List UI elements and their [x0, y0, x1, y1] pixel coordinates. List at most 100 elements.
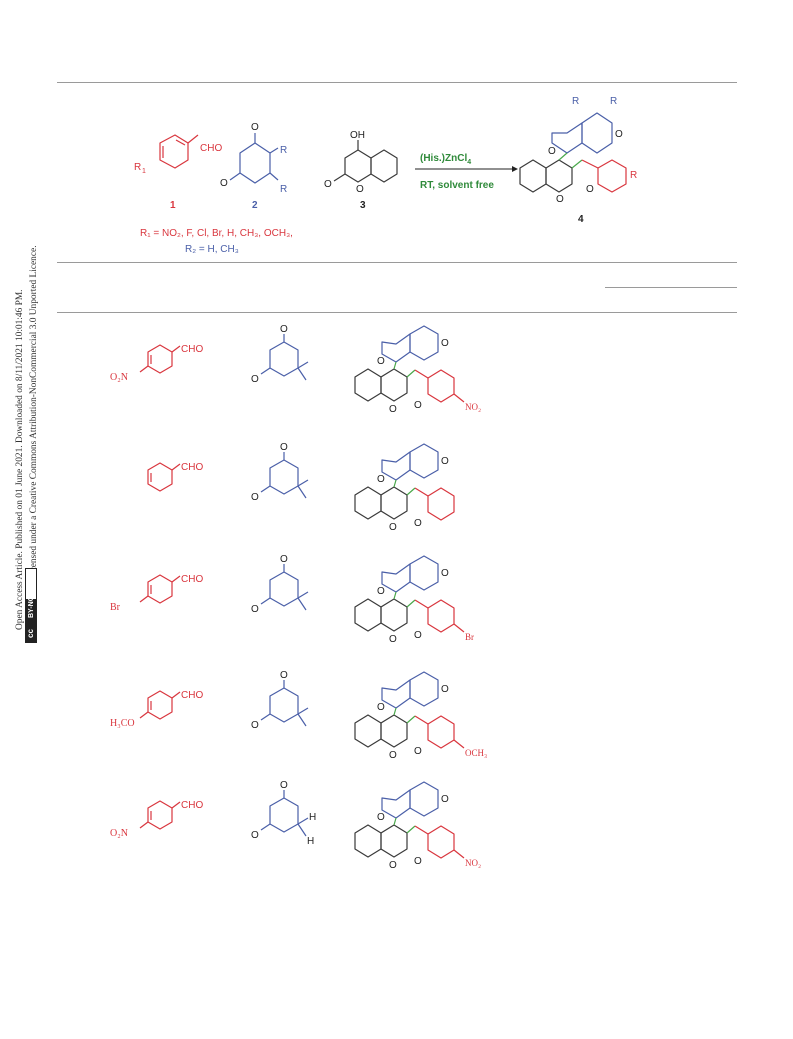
cc-license-badge[interactable]: cc BY-NC — [25, 568, 37, 643]
compound-4-label: 4 — [578, 214, 584, 225]
ketone-o-left: O — [251, 720, 259, 731]
aldehyde-substituent: H₃CO — [110, 718, 135, 729]
product-o-pyran: O — [377, 474, 385, 485]
r2-label-top: R — [280, 145, 287, 156]
ketone-o-left: O — [220, 178, 228, 189]
ketone-o-top: O — [280, 442, 288, 453]
product-substituent: OCH₃ — [465, 748, 487, 758]
table-row: CHO H₃CO O O O O O O OCH₃ — [110, 670, 487, 761]
product-o-carbonyl: O — [414, 518, 422, 529]
ketone-structure — [260, 452, 309, 499]
product-substituent: Br — [465, 632, 474, 642]
subheader-rule — [605, 287, 737, 288]
cho-label: CHO — [181, 574, 203, 585]
aldehyde-substituent: O₂N — [110, 828, 128, 839]
product-o-carbonyl: O — [414, 856, 422, 867]
product-o-pyran: O — [377, 356, 385, 367]
ketone-o-left: O — [251, 604, 259, 615]
product-o-ketone: O — [441, 794, 449, 805]
compound-4-structure: R R O O O O R 4 — [519, 96, 637, 225]
product-structure — [354, 555, 465, 633]
product-o-lactone: O — [556, 194, 564, 205]
compound-3-label: 3 — [360, 200, 366, 211]
product-structure — [354, 443, 455, 521]
ketone-structure — [260, 790, 309, 837]
product-o-ketone: O — [441, 338, 449, 349]
ketone-o-top: O — [280, 554, 288, 565]
product-structure — [354, 325, 465, 403]
table-row: CHO O₂N O O H H O O O O NO₂ — [110, 780, 481, 871]
ketone-structure — [260, 680, 309, 727]
aldehyde-substituent: Br — [110, 602, 121, 613]
badge-text: BY-NC — [28, 596, 35, 618]
r1-sub: 1 — [142, 168, 146, 175]
product-o-ketone: O — [441, 684, 449, 695]
table-top-rule — [57, 82, 737, 83]
product-o-pyran: O — [377, 586, 385, 597]
product-o-ketone: O — [441, 568, 449, 579]
product-o-lactone: O — [389, 750, 397, 761]
coumarin-o-carbonyl: O — [324, 179, 332, 190]
oh-label: OH — [350, 130, 365, 141]
table-row: CHO O₂N O O O O O O NO₂ — [110, 324, 481, 415]
product-r2-right: R — [610, 96, 617, 107]
product-substituent: NO₂ — [465, 402, 481, 412]
compound-1-label: 1 — [170, 200, 176, 211]
product-o-carbonyl: O — [414, 746, 422, 757]
product-o-lactone: O — [389, 522, 397, 533]
product-o-pyran: O — [377, 812, 385, 823]
sidebar-line1: Open Access Article. Published on 01 Jun… — [15, 289, 25, 630]
conditions-label: RT, solvent free — [420, 180, 494, 191]
aldehyde-structure — [139, 344, 181, 374]
ketone-o-top: O — [280, 780, 288, 791]
cho-label: CHO — [181, 800, 203, 811]
ketone-h-bot: H — [307, 836, 314, 847]
product-o-carbonyl: O — [414, 630, 422, 641]
ketone-h-top: H — [309, 812, 316, 823]
reaction-arrow: (His.)ZnCl4 RT, solvent free — [415, 153, 518, 191]
compound-2-label: 2 — [252, 200, 258, 211]
coumarin-o-ring: O — [356, 184, 364, 195]
product-substituent: NO₂ — [465, 858, 481, 868]
license-sidebar: Open Access Article. Published on 01 Jun… — [8, 125, 48, 655]
column-rule — [57, 312, 737, 313]
ketone-o-left: O — [251, 374, 259, 385]
sidebar-line2: This article is licensed under a Creativ… — [29, 245, 39, 630]
product-o-lactone: O — [389, 860, 397, 871]
r2-definition: R₂ = H, CH₃ — [185, 244, 239, 255]
aldehyde-structure — [139, 690, 181, 720]
product-o-carbonyl: O — [586, 184, 594, 195]
product-r1: R — [630, 170, 637, 181]
ketone-structure — [260, 564, 309, 611]
product-o-carbonyl: O — [414, 400, 422, 411]
cho-label: CHO — [181, 690, 203, 701]
ketone-o-top: O — [251, 122, 259, 133]
ketone-structure — [260, 334, 309, 381]
product-o-ketone: O — [441, 456, 449, 467]
compound-2-structure: O O R R 2 — [220, 122, 287, 211]
compound-1-structure: CHO R 1 1 — [134, 134, 222, 211]
header-rule — [57, 262, 737, 263]
cho-label: CHO — [200, 143, 222, 154]
compound-3-structure: OH O O 3 — [324, 130, 398, 211]
product-o-ketone: O — [615, 129, 623, 140]
product-structure — [354, 781, 465, 859]
aldehyde-structure — [139, 800, 181, 830]
ketone-o-top: O — [280, 324, 288, 335]
product-r2-left: R — [572, 96, 579, 107]
cho-label: CHO — [181, 344, 203, 355]
catalyst-label: (His.)ZnCl4 — [420, 153, 471, 166]
product-structure — [354, 671, 465, 749]
ketone-o-top: O — [280, 670, 288, 681]
reaction-scheme: CHO R 1 1 O O R R 2 OH O O 3 (His.)ZnCl4… — [134, 96, 637, 255]
product-o-pyran: O — [548, 146, 556, 157]
aldehyde-structure — [139, 574, 181, 604]
aldehyde-substituent: O₂N — [110, 372, 128, 383]
cho-label: CHO — [181, 462, 203, 473]
aldehyde-structure — [147, 462, 181, 492]
product-o-lactone: O — [389, 404, 397, 415]
product-o-lactone: O — [389, 634, 397, 645]
ketone-o-left: O — [251, 830, 259, 841]
product-o-pyran: O — [377, 702, 385, 713]
